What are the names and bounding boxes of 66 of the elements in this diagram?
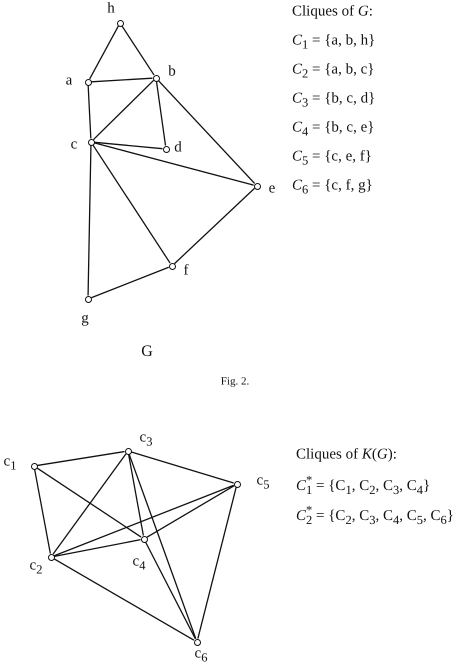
edge-line <box>128 454 196 639</box>
vertex-circle <box>254 182 260 190</box>
vertex-circle <box>162 146 170 152</box>
edge-line <box>54 539 141 557</box>
edge-line <box>94 142 254 186</box>
vertex-label: c$_{4}$ <box>132 554 146 572</box>
clique-formula: C$^{*}$$_{2}$ = {C$_{2}$, C$_{3}$, C$_{4}$, C$_{5}$, C$_{6}$} <box>296 504 454 526</box>
vertex-label: f <box>184 264 188 278</box>
vertex-circle <box>88 138 94 146</box>
edge-line <box>92 144 171 264</box>
vertex-circle <box>30 462 38 470</box>
edge-line <box>93 80 154 140</box>
clique-formula: C$_{1}$ = {a, b, h} <box>292 33 376 51</box>
vertex-label: c <box>70 138 78 152</box>
vertex-circle <box>168 262 176 270</box>
vertex-circle <box>194 638 200 646</box>
clique-formula: C$_{2}$ = {a, b, c} <box>292 62 374 80</box>
edge-line <box>128 454 144 536</box>
vertex-label: c$_{1}$ <box>4 454 16 472</box>
list-heading: Cliques of K(G): <box>296 448 397 462</box>
edge-line <box>34 469 51 554</box>
edge-line <box>88 85 92 139</box>
vertex-label: d <box>174 140 182 156</box>
vertex-label: c$_{6}$ <box>194 646 208 664</box>
vertex-label: c$_{3}$ <box>140 430 152 448</box>
clique-formula: C$^{*}$$_{1}$ = {C$_{1}$, C$_{2}$, C$_{3}$, C$_{4}$} <box>296 474 430 496</box>
vertex-label: h <box>107 2 115 16</box>
vertex-circle <box>140 536 148 542</box>
edge-line <box>91 78 153 82</box>
edge-line <box>146 485 234 538</box>
edge-line <box>158 80 256 184</box>
edge-line <box>37 450 125 466</box>
vertex-circle <box>84 296 92 302</box>
clique-formula: C$_{3}$ = {b, c, d} <box>292 91 376 109</box>
edge-line <box>36 467 142 538</box>
clique-formula: C$_{4}$ = {b, c, e} <box>292 120 374 138</box>
edge-line <box>145 542 196 640</box>
vertex-circle <box>84 78 92 86</box>
vertex-circle <box>48 554 54 560</box>
edge-line <box>94 142 163 150</box>
edge-line <box>121 26 155 76</box>
edge-line <box>197 487 237 639</box>
edge-line <box>87 145 92 296</box>
vertex-label: e <box>268 182 276 196</box>
edge-line <box>174 188 255 264</box>
vertex-label: g <box>81 312 89 326</box>
figure-caption: Fig. 2. <box>220 376 250 388</box>
vertex-circle <box>124 448 132 454</box>
edge-line <box>54 558 194 641</box>
vertex-circle <box>116 20 124 26</box>
edge-line <box>156 81 166 146</box>
vertex-label: c$_{2}$ <box>30 558 42 576</box>
list-heading: Cliques of G: <box>292 4 373 20</box>
edge-line <box>91 266 169 298</box>
edge-line <box>131 451 234 484</box>
clique-formula: C$_{6}$ = {c, f, g} <box>292 178 373 196</box>
clique-formula: C$_{5}$ = {c, e, f} <box>292 149 372 167</box>
vertex-label: a <box>66 74 72 88</box>
vertex-circle <box>234 480 240 488</box>
vertex-circle <box>152 74 160 82</box>
edge-line <box>52 453 126 555</box>
vertex-label: c$_{5}$ <box>256 473 270 491</box>
edge-line <box>54 484 234 556</box>
edge-line <box>89 26 119 80</box>
vertex-label: b <box>168 64 176 80</box>
graph-name: G <box>141 344 153 360</box>
